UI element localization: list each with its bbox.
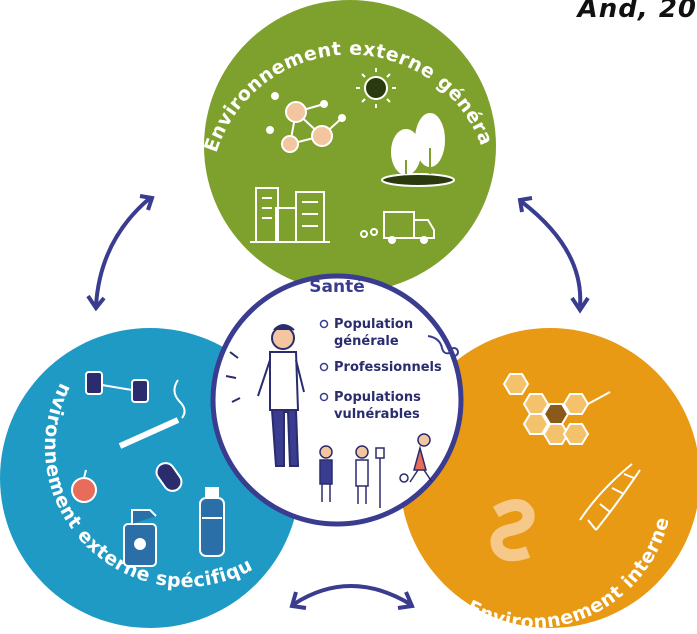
arrow-top-left — [94, 196, 152, 307]
bullet-icon — [319, 319, 329, 329]
kid-playing-icon — [399, 433, 433, 483]
stethoscope-icon — [427, 335, 459, 357]
spray-bottle-icon — [123, 509, 157, 567]
child-icon — [319, 445, 333, 502]
arrow-top-left-head-2 — [86, 294, 106, 312]
dumbbell-icon — [85, 371, 149, 403]
truck-icon — [360, 211, 435, 244]
molecule-icon — [502, 373, 611, 445]
center-list: Population générale Professionnels Popul… — [319, 317, 442, 422]
apple-icon — [71, 469, 97, 503]
person-icon — [225, 324, 305, 467]
circle-right-shape — [400, 328, 697, 628]
bullet-icon — [319, 392, 329, 402]
arrow-bottom — [292, 584, 412, 606]
water-bottle-icon — [199, 487, 225, 557]
arrow-top-right-head-1 — [517, 196, 533, 213]
arrows — [86, 194, 590, 610]
arrow-top-right — [520, 200, 583, 307]
cigarette-icon — [118, 379, 186, 449]
circle-right: Environnement interne — [400, 328, 697, 633]
circle-center: Santé Population générale Professionnel — [210, 273, 464, 527]
patient-icon — [355, 445, 385, 508]
center-title: Santé — [309, 277, 364, 297]
trees-icon — [381, 113, 455, 187]
arrow-bottom-head-1 — [289, 591, 307, 610]
dna-icon — [579, 463, 641, 531]
people-network-icon — [266, 92, 346, 153]
pill-icon — [155, 462, 183, 492]
arrow-top-left-head-1 — [139, 194, 155, 211]
center-item-population-line2: générale — [334, 334, 399, 349]
circle-top: Environnement externe général — [0, 0, 497, 292]
sun-icon — [356, 68, 396, 108]
buildings-icon — [250, 187, 330, 243]
center-item-professionnels: Professionnels — [334, 360, 442, 375]
bullet-icon — [319, 362, 329, 372]
arrow-bottom-head-2 — [397, 591, 415, 610]
center-item-vulnerables-line2: vulnérables — [334, 407, 420, 422]
center-item-population-line1: Population — [334, 317, 413, 332]
corner-text: And, 20 — [577, 0, 697, 24]
arrow-top-right-head-2 — [570, 296, 590, 314]
center-item-vulnerables-line1: Populations — [334, 390, 421, 405]
intestine-icon — [490, 499, 535, 562]
